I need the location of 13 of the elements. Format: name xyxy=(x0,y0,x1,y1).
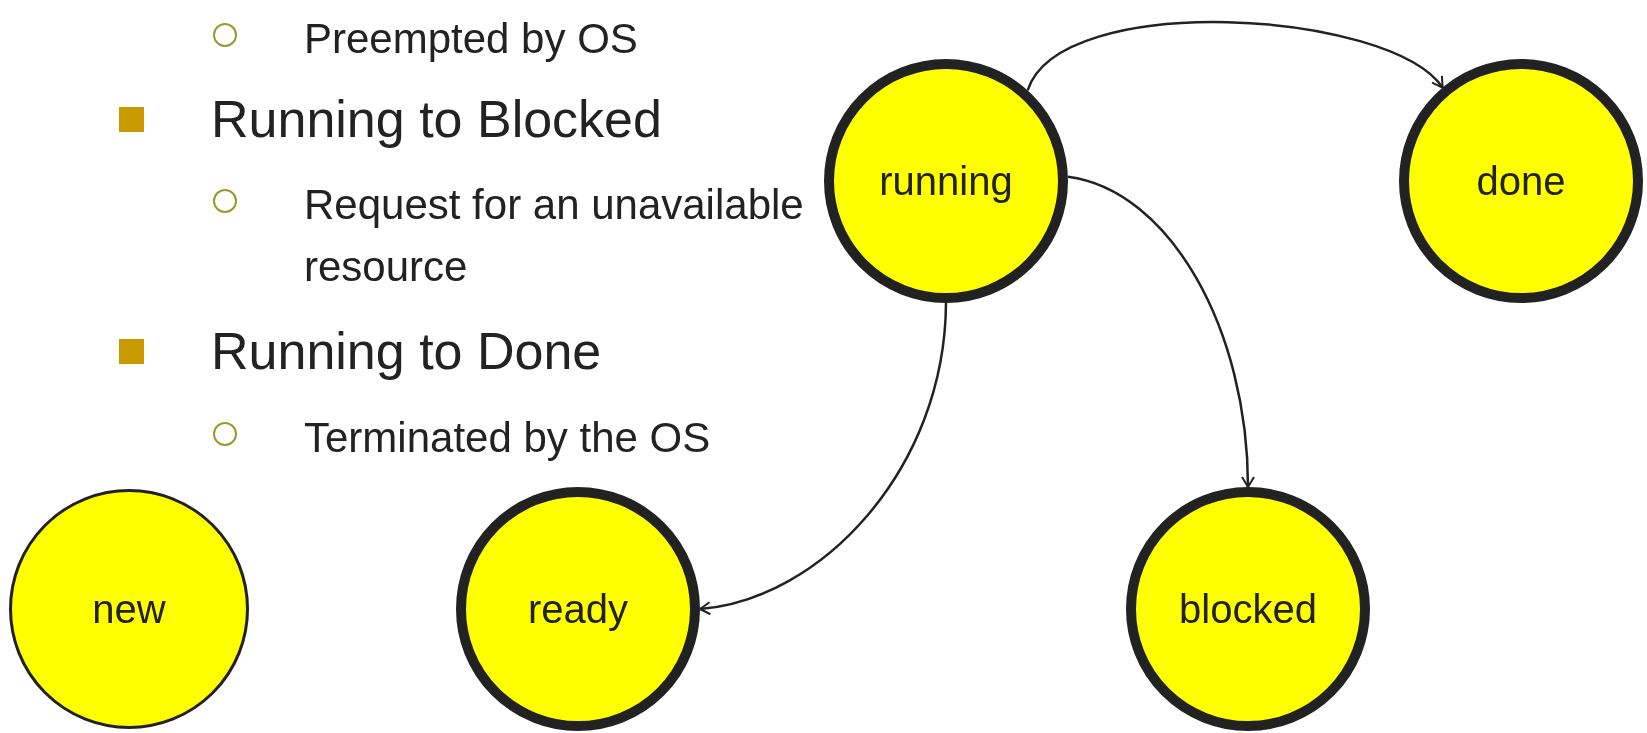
bullet-text: Running to Blocked xyxy=(211,89,662,150)
bullet-text: Preempted by OS xyxy=(304,14,639,64)
arrow xyxy=(1067,175,1255,488)
state-label: ready xyxy=(527,586,629,633)
state-label: new xyxy=(92,586,166,633)
bullet-text: Terminated by the OS xyxy=(304,413,712,463)
state-label: blocked xyxy=(1179,586,1317,633)
bullet-text: Request for an unavailable resource xyxy=(304,180,805,292)
arrow xyxy=(1026,21,1444,91)
bullet-text: Running to Done xyxy=(211,321,602,382)
arrow xyxy=(699,302,948,615)
state-label: running xyxy=(879,158,1013,205)
state-label: done xyxy=(1476,158,1566,205)
